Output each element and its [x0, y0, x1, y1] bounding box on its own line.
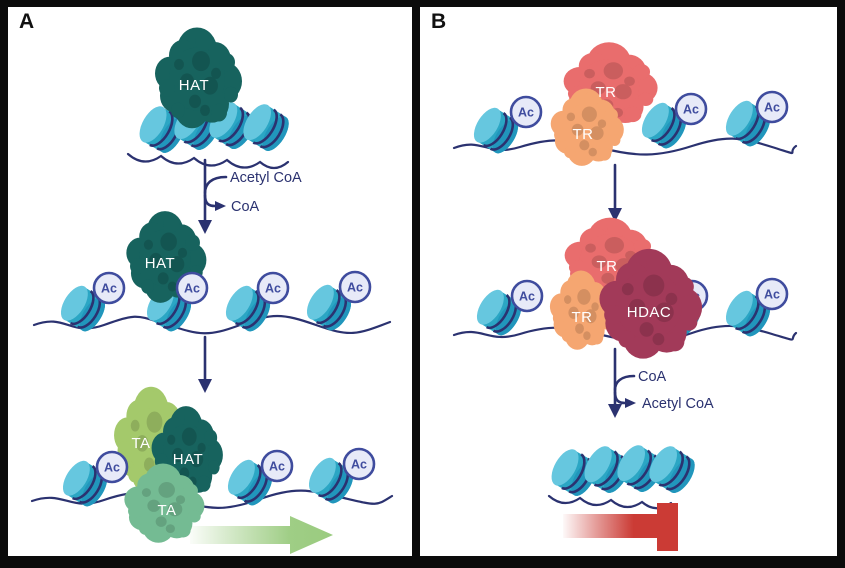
ta-label: TA: [157, 502, 176, 519]
hat-label: HAT: [179, 77, 209, 94]
tr-label: TR: [597, 258, 618, 275]
arrowhead-icon: [608, 404, 622, 418]
panel-a-label: A: [19, 10, 35, 33]
acetyl-badge: Ac: [342, 447, 376, 481]
transcription-repression-arrow: [563, 503, 678, 551]
acetyl-badge: Ac: [674, 92, 708, 126]
panel-b: B TR: [420, 7, 837, 556]
dna-strand: [452, 137, 798, 156]
acetyl-badge: Ac: [509, 95, 543, 129]
reaction-branch-out: [613, 390, 627, 405]
acetyl-label: Ac: [351, 458, 367, 472]
reaction-output-label: CoA: [231, 199, 260, 215]
transcription-activation-arrow: [190, 516, 333, 554]
hat-label: HAT: [145, 255, 175, 272]
panel-a-scene: HAT Acetyl CoA CoA HA: [30, 27, 394, 554]
nucleosome-array-open: [30, 452, 394, 513]
hat-label: HAT: [173, 451, 203, 468]
tr-label: TR: [573, 126, 594, 143]
nucleosome-array-open: [32, 279, 392, 338]
acetyl-badge: Ac: [338, 270, 372, 304]
nucleosome: [642, 440, 702, 499]
deacetylation-reaction: CoA Acetyl CoA: [608, 347, 714, 418]
arrowhead-icon: [625, 398, 636, 408]
reaction-input-label: Acetyl CoA: [230, 170, 302, 186]
acetyl-label: Ac: [518, 106, 534, 120]
acetyl-badge: Ac: [175, 271, 209, 305]
dna-strand: [547, 494, 673, 510]
acetyl-badge: Ac: [260, 449, 294, 483]
reaction-output-label: Acetyl CoA: [642, 396, 714, 412]
acetyl-label: Ac: [519, 290, 535, 304]
panel-a: A HAT: [8, 7, 412, 556]
reaction-branch-in: [613, 374, 636, 392]
acetyl-label: Ac: [101, 282, 117, 296]
acetyl-badge: Ac: [256, 271, 290, 305]
acetyl-label: Ac: [104, 461, 120, 475]
acetyl-badge: Ac: [755, 277, 789, 311]
acetyl-badge: Ac: [92, 271, 126, 305]
dna-strand: [126, 152, 290, 170]
nucleosome-array-compact: [544, 439, 702, 510]
acetyl-badge: Ac: [755, 90, 789, 124]
tr-label: TR: [572, 309, 593, 326]
arrowhead-icon: [608, 208, 622, 222]
panel-b-label: B: [431, 10, 447, 33]
arrowhead-icon: [198, 220, 212, 234]
reaction-input-label: CoA: [638, 369, 667, 385]
nucleosome: [236, 98, 296, 157]
reaction-branch-out: [203, 193, 217, 208]
acetyl-label: Ac: [347, 281, 363, 295]
acetyl-badge: Ac: [510, 279, 544, 313]
acetylation-reaction: Acetyl CoA CoA: [198, 158, 302, 234]
acetyl-badge: Ac: [95, 450, 129, 484]
acetyl-label: Ac: [269, 460, 285, 474]
arrowhead-icon: [198, 379, 212, 393]
arrowhead-icon: [215, 201, 226, 211]
acetyl-label: Ac: [764, 101, 780, 115]
acetyl-label: Ac: [683, 103, 699, 117]
hdac-label: HDAC: [627, 304, 672, 321]
nucleosome-array-compact: [126, 96, 296, 170]
tr-label: TR: [596, 84, 617, 101]
acetyl-label: Ac: [764, 288, 780, 302]
ta-label: TA: [131, 435, 150, 452]
nucleosome-array-open: [452, 95, 798, 160]
acetyl-label: Ac: [184, 282, 200, 296]
reaction-branch-in: [203, 175, 228, 195]
panel-b-scene: TR TR Ac Ac Ac Ac: [452, 42, 798, 551]
acetyl-label: Ac: [265, 282, 281, 296]
